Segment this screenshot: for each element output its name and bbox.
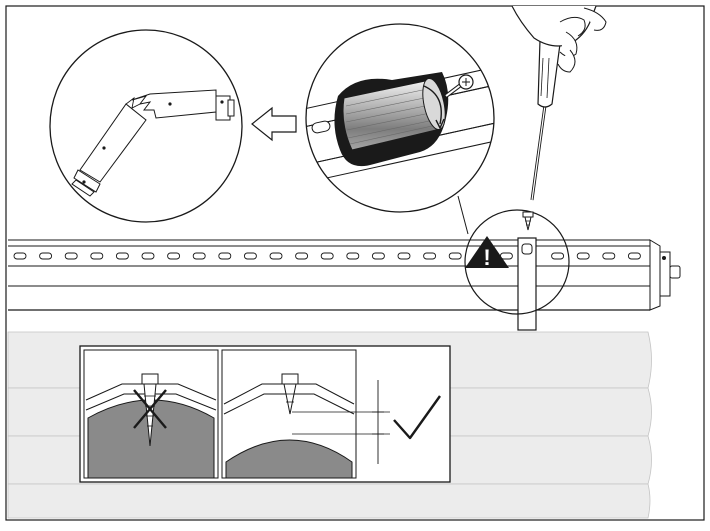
broken-tube-detail bbox=[49, 29, 243, 223]
cross-mark-icon bbox=[133, 389, 167, 429]
tube-slot bbox=[423, 252, 437, 260]
tube-slot bbox=[320, 252, 334, 260]
screw-depth-panel bbox=[79, 345, 451, 483]
tube-slot bbox=[269, 252, 283, 260]
tube-slot bbox=[115, 252, 129, 260]
warning-triangle-icon: ! bbox=[465, 236, 509, 270]
tube-slot bbox=[371, 252, 385, 260]
tube-slot bbox=[64, 252, 78, 260]
tube-slot bbox=[295, 252, 309, 260]
tube-slot bbox=[141, 252, 155, 260]
screwdriver-icon bbox=[511, 5, 607, 201]
tube-slot bbox=[346, 252, 360, 260]
tube-slot bbox=[39, 252, 53, 260]
tube-slot bbox=[448, 252, 462, 260]
tube-slot bbox=[499, 252, 513, 260]
tube-slot bbox=[243, 252, 257, 260]
tube-slot bbox=[602, 252, 616, 260]
gap-dimension bbox=[372, 380, 384, 464]
mounting-bracket bbox=[517, 237, 537, 331]
screw-icon bbox=[522, 211, 534, 231]
tube-slot bbox=[218, 252, 232, 260]
wrong-installation-panel bbox=[83, 349, 219, 479]
tube-slot bbox=[397, 252, 411, 260]
tube-slot bbox=[192, 252, 206, 260]
tube-slot bbox=[90, 252, 104, 260]
arrow-left-icon bbox=[251, 106, 297, 142]
zoom-motor-detail bbox=[305, 23, 495, 213]
tube-slot bbox=[13, 252, 27, 260]
tube-slot bbox=[551, 252, 565, 260]
tube-slot bbox=[627, 252, 641, 260]
tube-slot bbox=[576, 252, 590, 260]
leader-line bbox=[457, 195, 469, 235]
warning-symbol: ! bbox=[483, 245, 490, 270]
check-mark-icon bbox=[393, 395, 441, 440]
tube-slot bbox=[167, 252, 181, 260]
detail-circle bbox=[464, 209, 570, 315]
